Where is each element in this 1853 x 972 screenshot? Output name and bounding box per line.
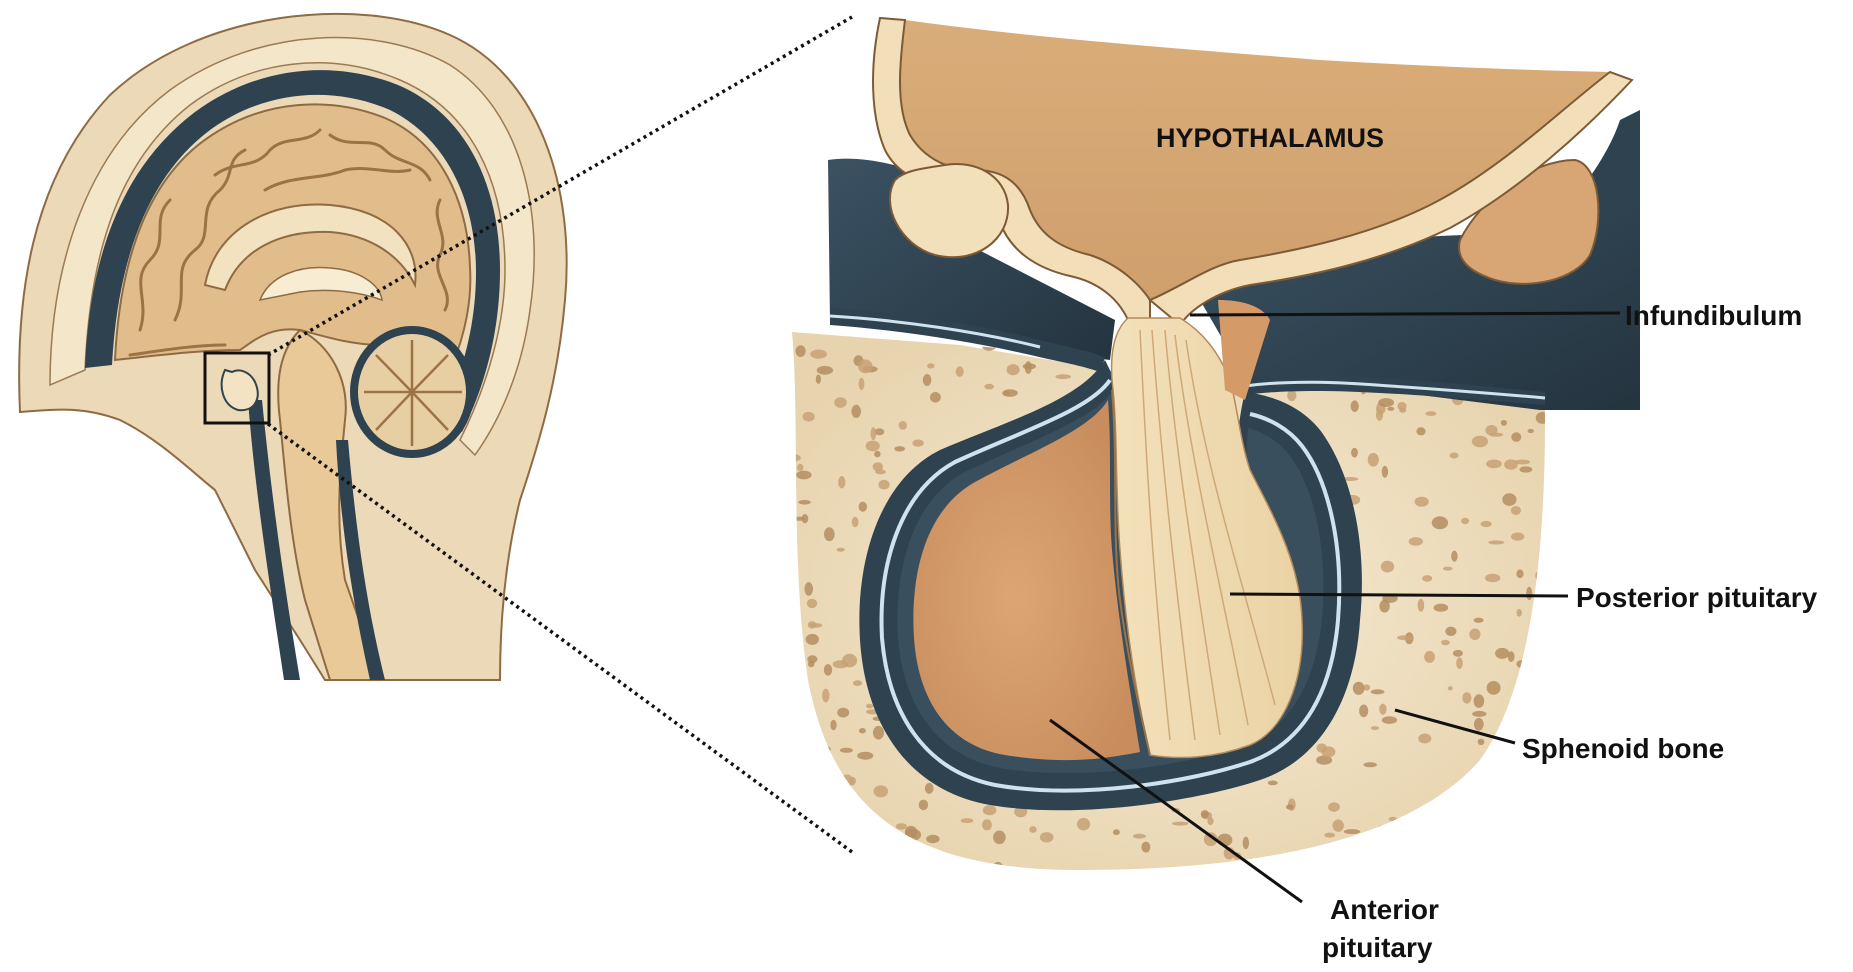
leader-infundibulum bbox=[1190, 313, 1620, 315]
label-infundibulum: Infundibulum bbox=[1625, 300, 1802, 331]
label-anterior-pituitary-line2: pituitary bbox=[1322, 932, 1433, 963]
cerebellum bbox=[354, 330, 470, 454]
label-posterior-pituitary: Posterior pituitary bbox=[1576, 582, 1818, 613]
label-sphenoid-bone: Sphenoid bone bbox=[1522, 733, 1724, 764]
label-anterior-pituitary-line1: Anterior bbox=[1330, 894, 1439, 925]
label-hypothalamus: HYPOTHALAMUS bbox=[1156, 123, 1384, 153]
head-sagittal-section bbox=[19, 14, 567, 680]
leader-posterior-pituitary bbox=[1230, 594, 1568, 596]
